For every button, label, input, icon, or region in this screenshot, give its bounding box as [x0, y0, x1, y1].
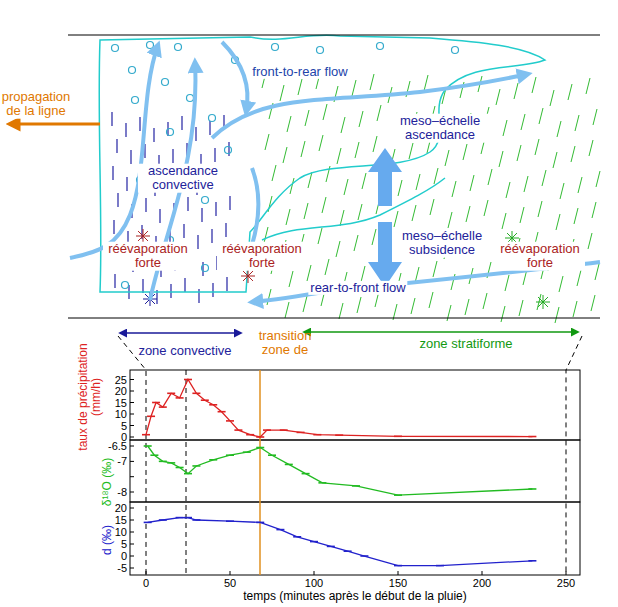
axis-title: d (‰) [101, 525, 114, 555]
tick-label: 15 [115, 396, 127, 408]
tick-label: 15 [115, 514, 127, 526]
tick-label: 50 [224, 577, 236, 589]
tropopause-line [68, 35, 600, 36]
tick-label: 100 [305, 577, 323, 589]
axis-title: taux de précipitation (mm/h) [77, 336, 103, 458]
plot-frames [130, 370, 580, 575]
axis-title: δ¹⁸O (‰) [101, 458, 114, 506]
tick-label: -8 [117, 486, 127, 498]
tick-label: 10 [115, 408, 127, 420]
tick-label: 20 [115, 502, 127, 514]
tick-label: 20 [115, 385, 127, 397]
tick-label: -5 [117, 562, 127, 574]
zone-label: zone stratiforme [419, 337, 512, 351]
tick-label: 200 [473, 577, 491, 589]
tick-label: 150 [389, 577, 407, 589]
propagation-label: propagation de la ligne [0, 90, 75, 119]
axis-ticks [130, 380, 566, 576]
propagation-arrow [10, 123, 100, 126]
tick-label: -7 [117, 455, 127, 467]
guide-lines [118, 336, 582, 575]
axis-title: temps (minutes après le début de la plui… [243, 590, 466, 603]
zone-bracket [120, 332, 241, 334]
tick-label: 250 [557, 577, 575, 589]
ground-line [68, 318, 600, 319]
zone-bracket [304, 331, 578, 333]
tick-label: 5 [121, 419, 127, 431]
evaporation-label: réévaporation forte [103, 242, 193, 271]
flow-arrows [70, 42, 600, 302]
flow-label: front-to-rear flow [250, 65, 349, 79]
flow-label: rear-to-front flow [308, 281, 407, 295]
evaporation-stars [136, 229, 555, 309]
tick-label: 10 [115, 526, 127, 538]
transition-line [259, 370, 261, 575]
tick-label: -6.5 [108, 440, 127, 452]
zone-label: transition zone de [254, 329, 316, 358]
tick-label: 25 [115, 373, 127, 385]
tick-label: 5 [121, 538, 127, 550]
updraft-label: ascendance convective [138, 164, 228, 193]
rain-streaks [112, 72, 600, 323]
mesoscale-label: meso–échelle ascendance [390, 114, 490, 143]
mesoscale-label: meso–échelle subsidence [392, 229, 492, 258]
cloud-outline [99, 35, 545, 292]
tick-label: 0 [121, 550, 127, 562]
mesoscale-arrows [368, 148, 402, 287]
tick-label: 0 [143, 577, 149, 589]
zone-label: zone convective [138, 344, 231, 358]
evaporation-label: réévaporation forte [217, 242, 307, 271]
evaporation-label: réévaporation forte [495, 242, 585, 271]
data-series [142, 380, 536, 566]
